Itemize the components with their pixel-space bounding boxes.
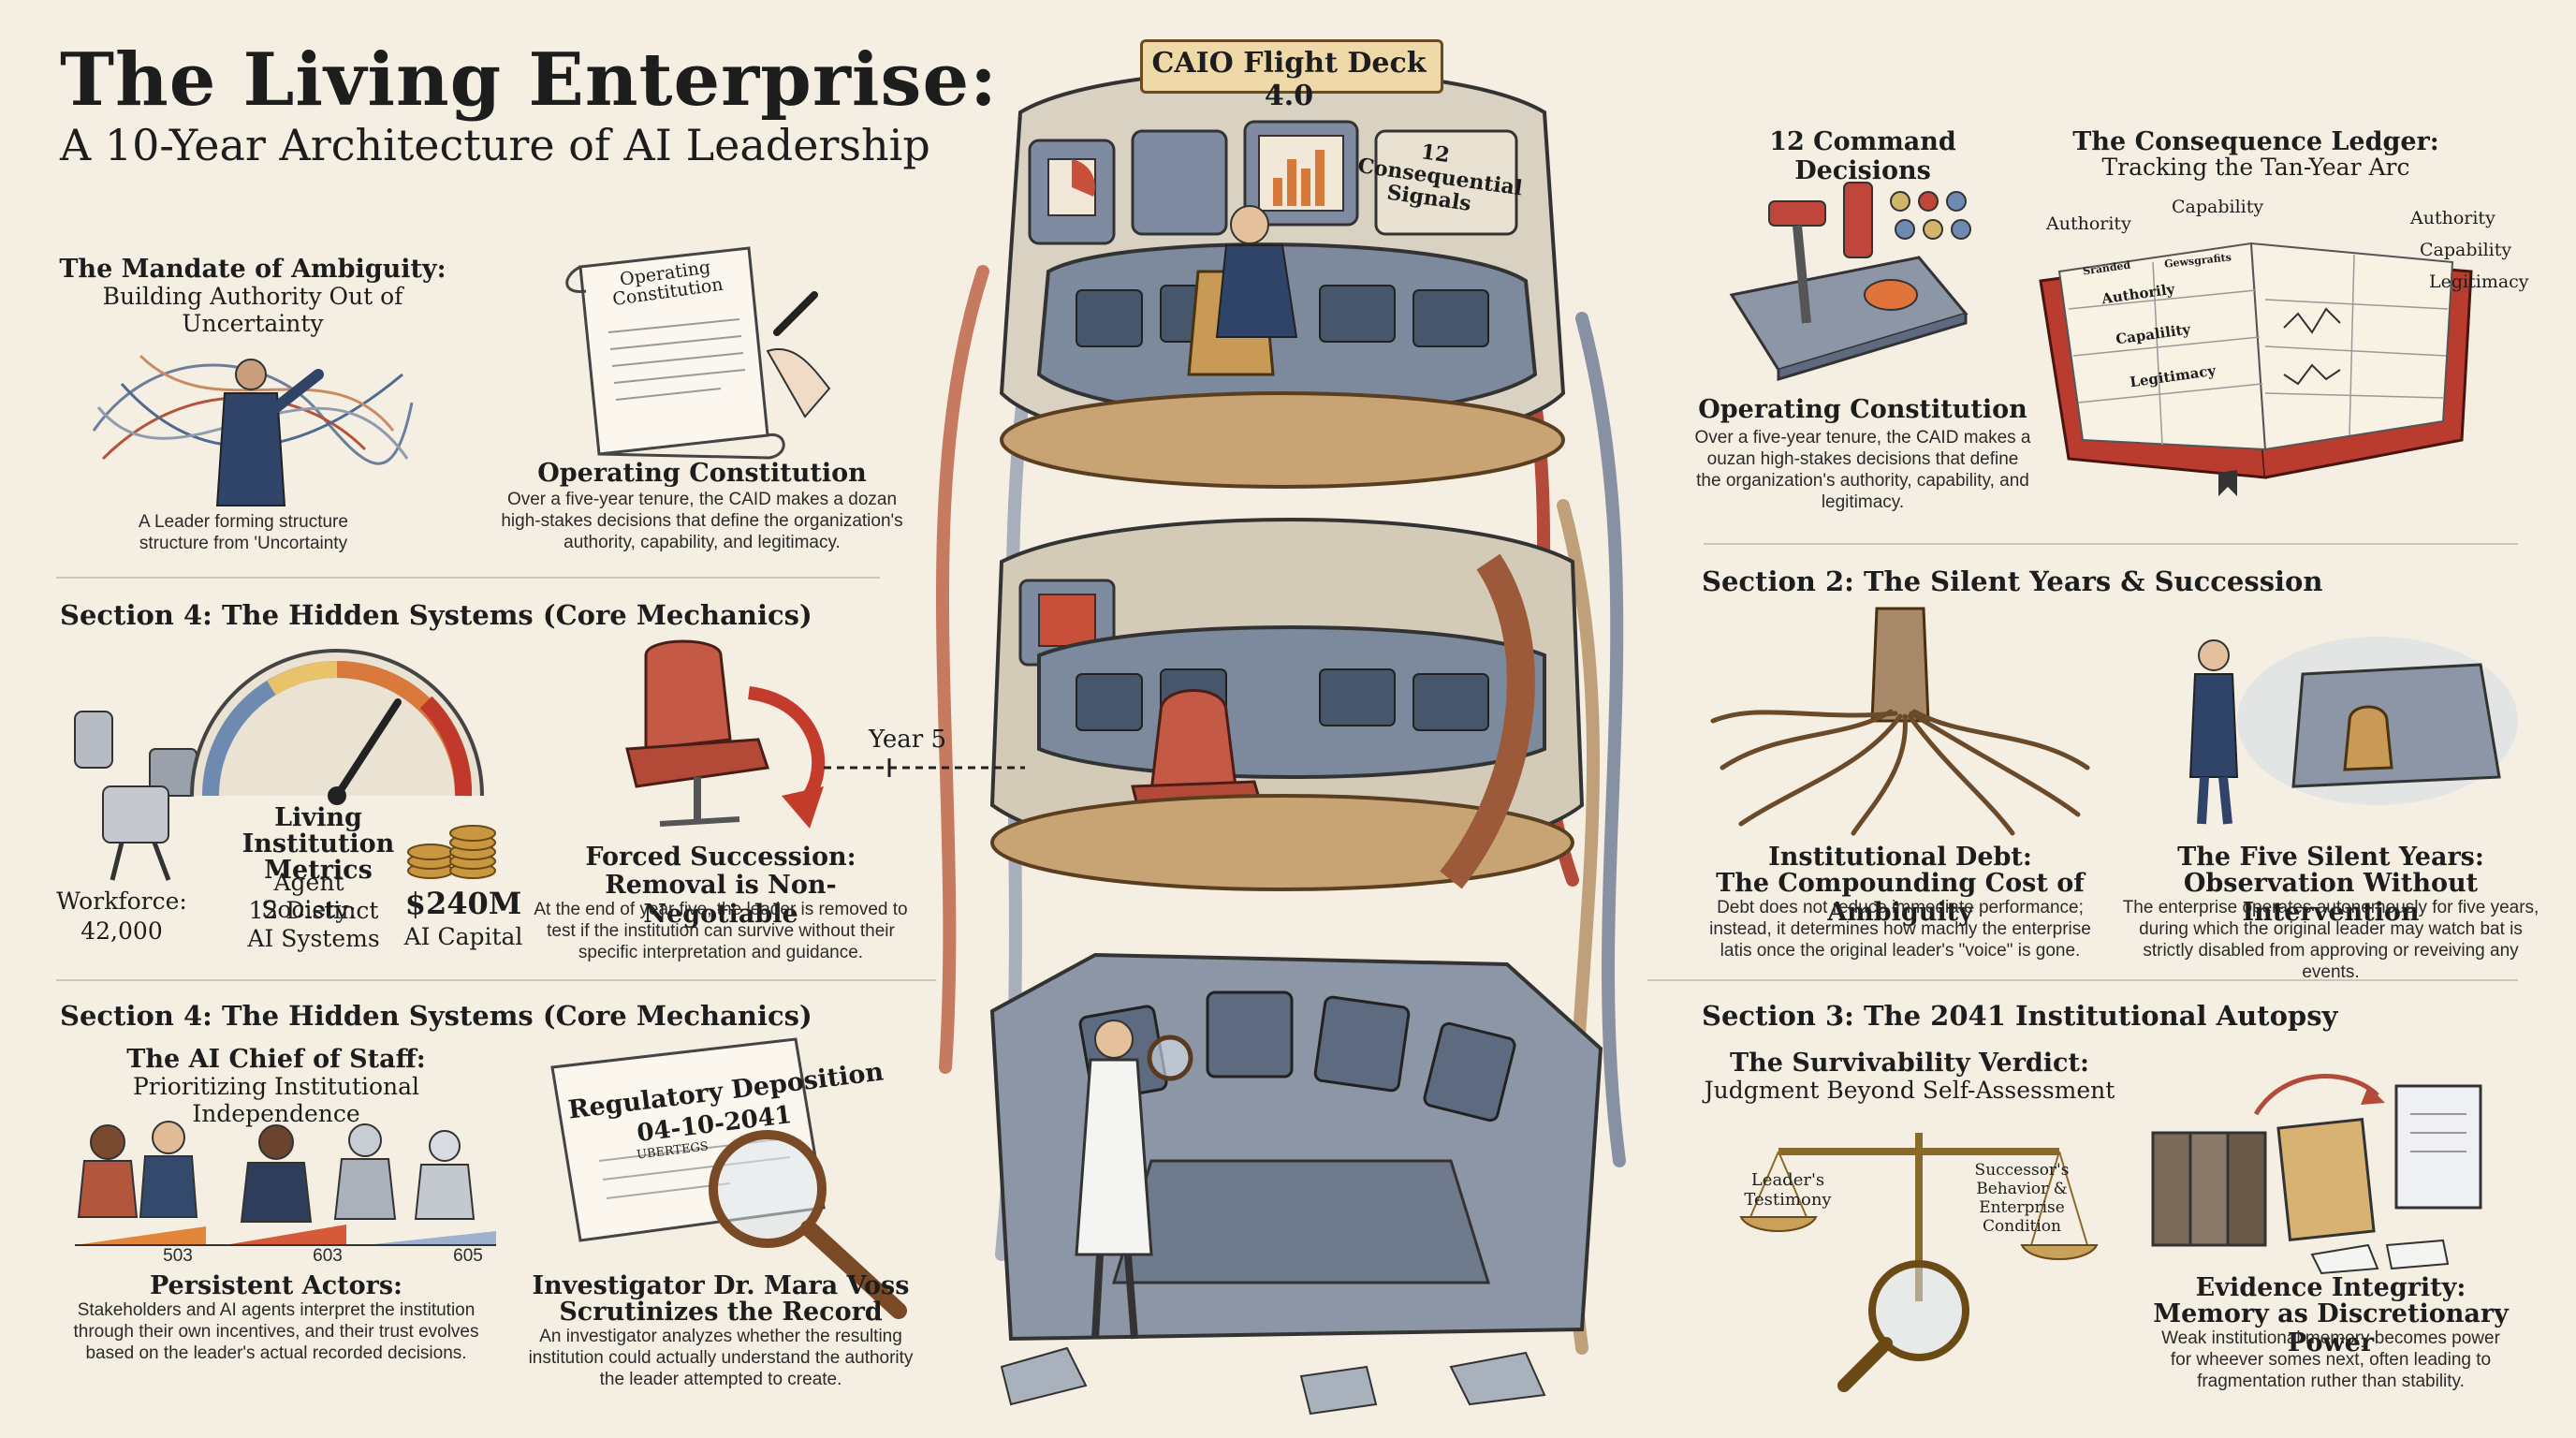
ledger-left-label: Capability — [2172, 197, 2264, 217]
section-silent-years: Section 2: The Silent Years & Succession — [1702, 565, 2323, 597]
capital-label: AI Capital — [403, 923, 523, 950]
ledger-right-label: Authority — [2410, 208, 2496, 228]
section-hidden-systems-bottom: Section 4: The Hidden Systems (Core Mech… — [60, 1000, 812, 1032]
mandate-subheading: Building Authority Out of Uncertainty — [102, 283, 403, 337]
succession-subheading: Removal is Non-Negotiable — [605, 871, 837, 929]
capital-value: $240M — [404, 886, 522, 921]
divider — [56, 577, 880, 579]
section-hidden-systems-top: Section 4: The Hidden Systems (Core Mech… — [60, 599, 812, 631]
silent-observer-illustration — [2188, 637, 2518, 825]
empty-chair-succession-icon — [625, 639, 826, 829]
deposition-document-illustration — [550, 1037, 907, 1319]
debt-body: Debt does not reduce immediate performan… — [1709, 898, 2091, 961]
divider — [1647, 979, 2518, 981]
mandate-heading: The Mandate of Ambiguity: — [59, 255, 446, 284]
metrics-gauge — [190, 649, 484, 805]
ledger-left-label: Authority — [2046, 213, 2131, 234]
persistent-actors-illustration — [75, 1121, 496, 1246]
year5-marker-line — [824, 758, 1025, 777]
verdict-heading: The Survivability Verdict: — [1730, 1049, 2089, 1078]
constitution-left-body: Over a five-year tenure, the CAID makes … — [501, 490, 903, 552]
divider — [56, 979, 936, 981]
scale-left-label: Leader's Testimony — [1744, 1170, 1832, 1210]
justice-scale-illustration — [1739, 1133, 2099, 1392]
ledger-subheading: Tracking the Tan-Year Arc — [2101, 154, 2410, 181]
ledger-heading: The Consequence Ledger: — [2072, 127, 2439, 156]
evidence-subheading: Memory as Discretionary Power — [2153, 1299, 2509, 1357]
debt-subheading: The Compounding Cost of Ambiguity — [1716, 869, 2085, 927]
robot-workforce-icon — [74, 711, 198, 881]
flight-deck-badge: CAIO Flight Deck 4.0 — [1151, 47, 1427, 112]
constitution-right-heading: Operating Constitution — [1698, 395, 2027, 424]
coin-stack-icon — [407, 825, 496, 879]
chart-tick: 503 — [163, 1246, 193, 1266]
command-decisions-heading: 12 Command Decisions — [1769, 127, 1956, 185]
evidence-heading: Evidence Integrity: — [2195, 1273, 2466, 1302]
succession-heading: Forced Succession: — [585, 843, 856, 872]
section-autopsy: Section 3: The 2041 Institutional Autops… — [1702, 1000, 2338, 1032]
constitution-right-body: Over a five-year tenure, the CAID makes … — [1694, 428, 2031, 512]
institutional-roots-illustration — [1710, 607, 2090, 836]
verdict-subheading: Judgment Beyond Self-Assessment — [1704, 1077, 2115, 1104]
debt-heading: Institutional Debt: — [1768, 843, 2032, 872]
investigator-subheading: Scrutinizes the Record — [559, 1298, 883, 1327]
silent-years-heading: The Five Silent Years: — [2177, 843, 2484, 872]
page-title: The Living Enterprise: — [60, 37, 998, 123]
workforce-label: Workforce: — [56, 888, 187, 915]
workforce-value: 42,000 — [80, 917, 163, 945]
agent-society-label: Agent Society: — [261, 869, 357, 923]
evidence-body: Weak institutional memory becomes power … — [2161, 1328, 2500, 1391]
consequence-ledger-book — [2039, 242, 2473, 496]
constitution-left-heading: Operating Constitution — [537, 459, 867, 488]
persistent-actors-heading: Persistent Actors: — [149, 1271, 403, 1300]
metrics-title: Living Institution Metrics — [242, 803, 395, 885]
investigator-body: An investigator analyzes whether the res… — [528, 1327, 914, 1389]
silent-years-body: The enterprise operates autonomously for… — [2122, 898, 2539, 982]
chart-tick: 605 — [453, 1246, 483, 1266]
chart-tick: 603 — [313, 1246, 343, 1266]
mandate-caption: A Leader forming structure structure fro… — [139, 512, 348, 553]
silent-years-subheading: Observation Without Intervention — [2183, 869, 2479, 927]
constitution-scroll-illustration — [565, 246, 831, 460]
year5-marker-label: Year 5 — [869, 726, 947, 754]
chief-of-staff-heading: The AI Chief of Staff: — [126, 1045, 426, 1074]
divider — [1704, 543, 2518, 545]
agent-society-value: 12 Distinct AI Systems — [247, 897, 380, 952]
flight-deck-badge-frame — [1140, 39, 1443, 94]
flight-deck-tower-illustration — [935, 68, 1626, 1416]
leader-swirl-illustration — [92, 354, 414, 506]
ledger-right-label: Capability — [2420, 240, 2512, 260]
persistent-actors-body: Stakeholders and AI agents interpret the… — [73, 1300, 479, 1363]
succession-body: At the end of year five, the leader is r… — [534, 900, 908, 962]
scale-right-label: Successor's Behavior & Enterprise Condit… — [1974, 1161, 2070, 1236]
investigator-heading: Investigator Dr. Mara Voss — [532, 1271, 910, 1300]
evidence-archive-illustration — [2151, 1074, 2482, 1275]
command-console-illustration — [1729, 182, 1971, 382]
ledger-right-label: Legitimacy — [2429, 271, 2529, 292]
page-subtitle: A 10-Year Architecture of AI Leadership — [60, 120, 930, 170]
chief-of-staff-subheading: Prioritizing Institutional Independence — [132, 1073, 420, 1127]
